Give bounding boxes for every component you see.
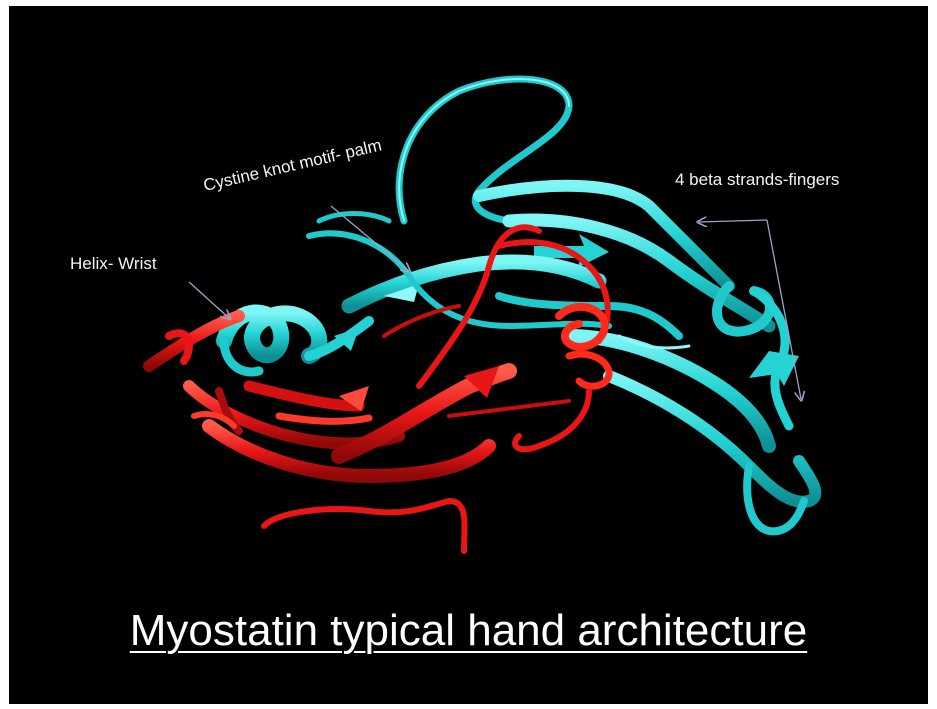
beta-pointer-arrow-left: [699, 220, 767, 222]
helix-pointer-arrow: [189, 282, 229, 318]
red-chain-ribbon: [149, 227, 609, 551]
protein-ribbon-diagram: [9, 6, 928, 704]
slide: Helix- Wrist Cystine knot motif- palm 4 …: [9, 6, 928, 704]
slide-title: Myostatin typical hand architecture: [9, 606, 928, 656]
helix-wrist-label: Helix- Wrist: [70, 254, 157, 274]
beta-strands-fingers-label: 4 beta strands-fingers: [675, 170, 839, 190]
